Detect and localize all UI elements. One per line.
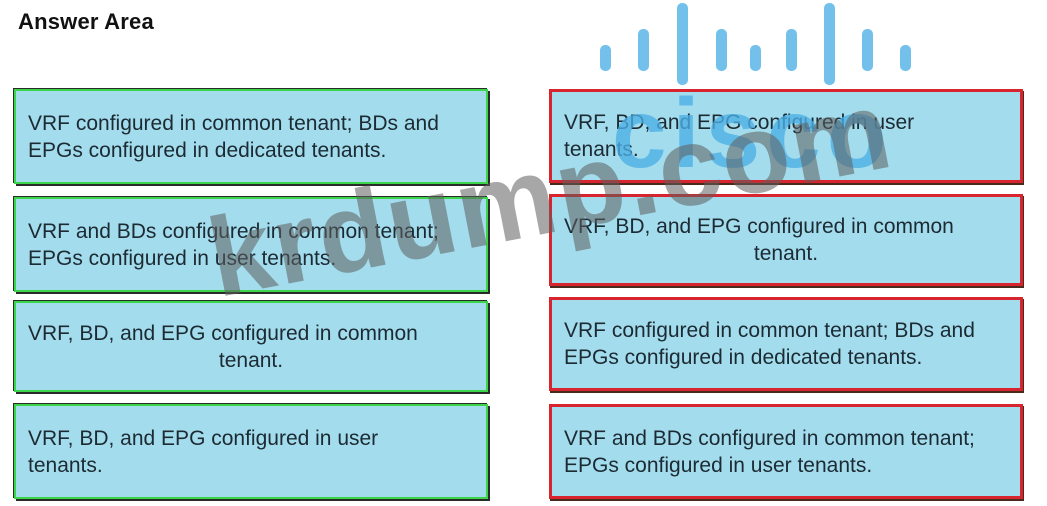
answer-slot-right-2[interactable]: VRF, BD, and EPG configured in common te… [549, 194, 1023, 286]
option-text: VRF configured in common tenant; BDs and… [564, 317, 1008, 371]
option-line-2: tenants. [28, 453, 103, 477]
option-line-2: EPGs configured in dedicated tenants. [564, 346, 923, 369]
option-line-1: VRF and BDs configured in common tenant; [564, 426, 975, 450]
option-text: VRF, BD, and EPG configured in user tena… [28, 425, 474, 479]
answer-slot-right-1[interactable]: VRF, BD, and EPG configured in user tena… [549, 89, 1023, 183]
option-text: VRF, BD, and EPG configured in common te… [564, 213, 1008, 267]
option-line-1: VRF configured in common tenant; BDs and [564, 319, 975, 342]
option-line-2: tenant. [753, 242, 819, 265]
answer-slot-right-4[interactable]: VRF and BDs configured in common tenant;… [549, 404, 1023, 499]
option-line-1: VRF, BD, and EPG configured in common [28, 321, 418, 345]
option-line-1: VRF, BD, and EPG configured in user [28, 426, 379, 450]
option-text: VRF, BD, and EPG configured in user tena… [564, 109, 1008, 163]
option-line-2: tenant. [218, 348, 284, 372]
option-line-1: VRF, BD, and EPG configured in user [564, 111, 915, 134]
page-title: Answer Area [18, 9, 154, 34]
option-card-left-1[interactable]: VRF configured in common tenant; BDs and… [14, 89, 488, 184]
option-text: VRF configured in common tenant; BDs and… [28, 110, 474, 164]
option-text: VRF and BDs configured in common tenant;… [28, 218, 474, 272]
option-line-2: EPGs configured in user tenants. [564, 453, 873, 477]
option-card-left-4[interactable]: VRF, BD, and EPG configured in user tena… [14, 404, 488, 499]
option-line-1: VRF and BDs configured in common tenant; [28, 219, 439, 243]
option-card-left-2[interactable]: VRF and BDs configured in common tenant;… [14, 197, 488, 292]
option-line-2: EPGs configured in dedicated tenants. [28, 138, 387, 162]
option-line-2: EPGs configured in user tenants. [28, 246, 337, 270]
option-text: VRF and BDs configured in common tenant;… [564, 425, 1008, 479]
answer-slot-right-3[interactable]: VRF configured in common tenant; BDs and… [549, 297, 1023, 391]
option-text: VRF, BD, and EPG configured in common te… [28, 320, 474, 374]
cisco-logo-bars-icon [600, 3, 911, 85]
option-line-1: VRF, BD, and EPG configured in common [564, 215, 954, 238]
option-card-left-3[interactable]: VRF, BD, and EPG configured in common te… [14, 301, 488, 392]
option-line-2: tenants. [564, 138, 639, 161]
option-line-1: VRF configured in common tenant; BDs and [28, 111, 439, 135]
